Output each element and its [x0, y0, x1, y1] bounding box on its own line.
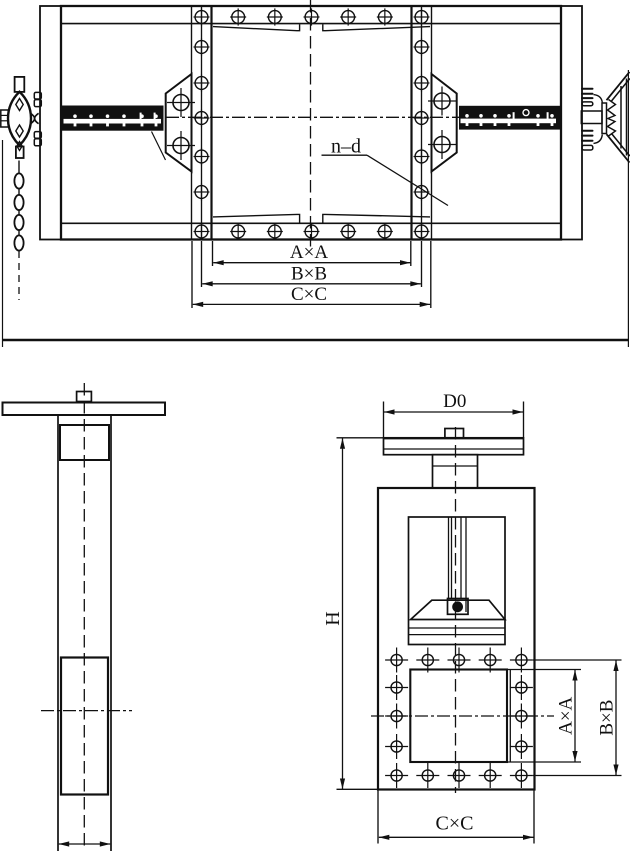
svg-text:B×B: B×B	[291, 263, 327, 284]
svg-text:C×C: C×C	[291, 284, 327, 305]
svg-text:C×C: C×C	[436, 813, 474, 835]
svg-text:n–d: n–d	[331, 136, 361, 158]
svg-text:D0: D0	[443, 391, 466, 412]
svg-text:B×B: B×B	[596, 700, 617, 736]
svg-text:H: H	[322, 611, 344, 625]
svg-text:A×A: A×A	[555, 696, 576, 734]
svg-text:A×A: A×A	[290, 242, 328, 263]
